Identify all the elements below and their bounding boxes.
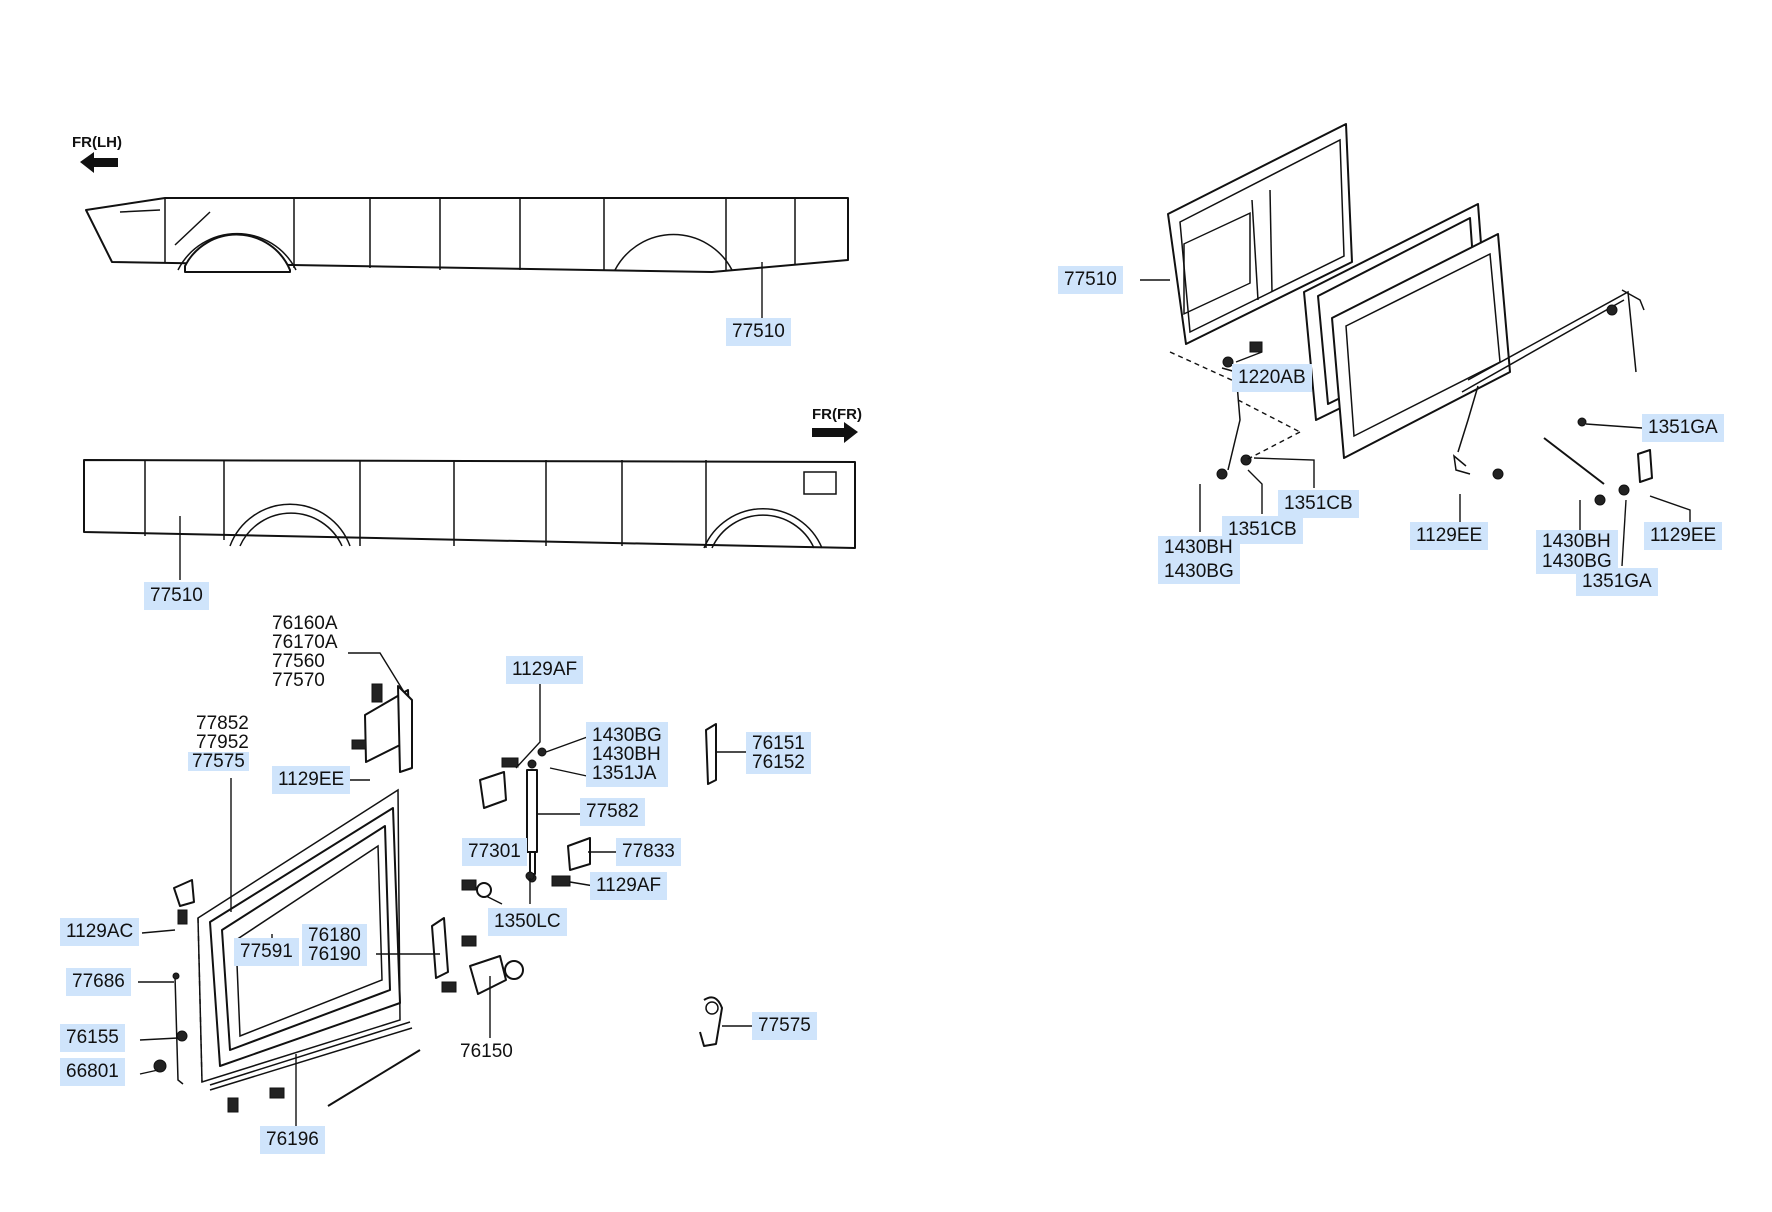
direction-front-left: FR(LH) [72,134,122,151]
label-seal-group: 77852 77952 77575 [188,714,249,771]
bracket-upper-stay [479,747,547,809]
tailgate-panel-77510 [1167,123,1353,345]
label-77591: 77591 [234,938,299,966]
label-1129af-mid: 1129AF [590,872,668,900]
label-76196: 76196 [260,1126,325,1154]
label-1351ga-top: 1351GA [1642,414,1724,442]
side-panel-left [85,197,849,273]
label-1129ee-left: 1129EE [272,766,351,794]
rod-77686 [172,972,184,1085]
label-1350lc: 1350LC [488,908,567,936]
label-1129ee-right: 1129EE [1644,522,1723,550]
label-1351ga-bottom: 1351GA [1576,568,1658,596]
label-1129af-top: 1129AF [506,656,584,684]
label-1351cb-right: 1351CB [1278,490,1359,518]
arrow-left-icon [80,152,118,173]
bracket-76151 [705,723,717,785]
arrow-right-icon [812,422,858,443]
striker-76150 [469,955,524,995]
label-hinge-group: 76160A 76170A 77560 77570 [272,613,338,691]
label-pin-group-right: 1430BH 1430BG [1536,530,1618,574]
bumper-77301 [461,879,492,898]
label-gas-mount-group: 1430BG 1430BH 1351JA [586,722,668,787]
weatherstrip-rod [327,1049,421,1107]
label-77510-second: 77510 [144,582,209,610]
label-pin-group-left: 1430BH 1430BG [1158,536,1240,584]
label-1220ab: 1220AB [1232,364,1312,392]
label-bracket-76151: 76151 76152 [746,732,811,774]
label-77833: 77833 [616,838,681,866]
direction-front-right: FR(FR) [812,406,862,423]
label-77510-top: 77510 [726,318,791,346]
label-76150: 76150 [460,1041,513,1062]
label-77575-hook: 77575 [752,1012,817,1040]
label-77301: 77301 [462,838,527,866]
left-stay-link [1169,341,1301,480]
right-stay-link [1452,417,1653,506]
label-66801: 66801 [60,1058,125,1086]
label-latch-group: 76180 76190 [302,924,367,966]
label-77686: 77686 [66,968,131,996]
label-77510-right: 77510 [1058,266,1123,294]
label-77582: 77582 [580,798,645,826]
bracket-1129ac [173,879,195,925]
label-1129ee-mid: 1129EE [1410,522,1489,550]
label-76155: 76155 [60,1024,125,1052]
screws-bottom [153,1030,285,1113]
bracket-77833 [525,837,591,887]
latch-76180 [431,917,477,993]
tailgate-support-arm [1457,289,1645,453]
hinge-76160a [351,683,413,773]
hook-77575 [699,996,723,1047]
side-panel-right [83,459,856,549]
gas-stay-77582 [526,759,538,883]
label-1129ac: 1129AC [60,918,140,946]
